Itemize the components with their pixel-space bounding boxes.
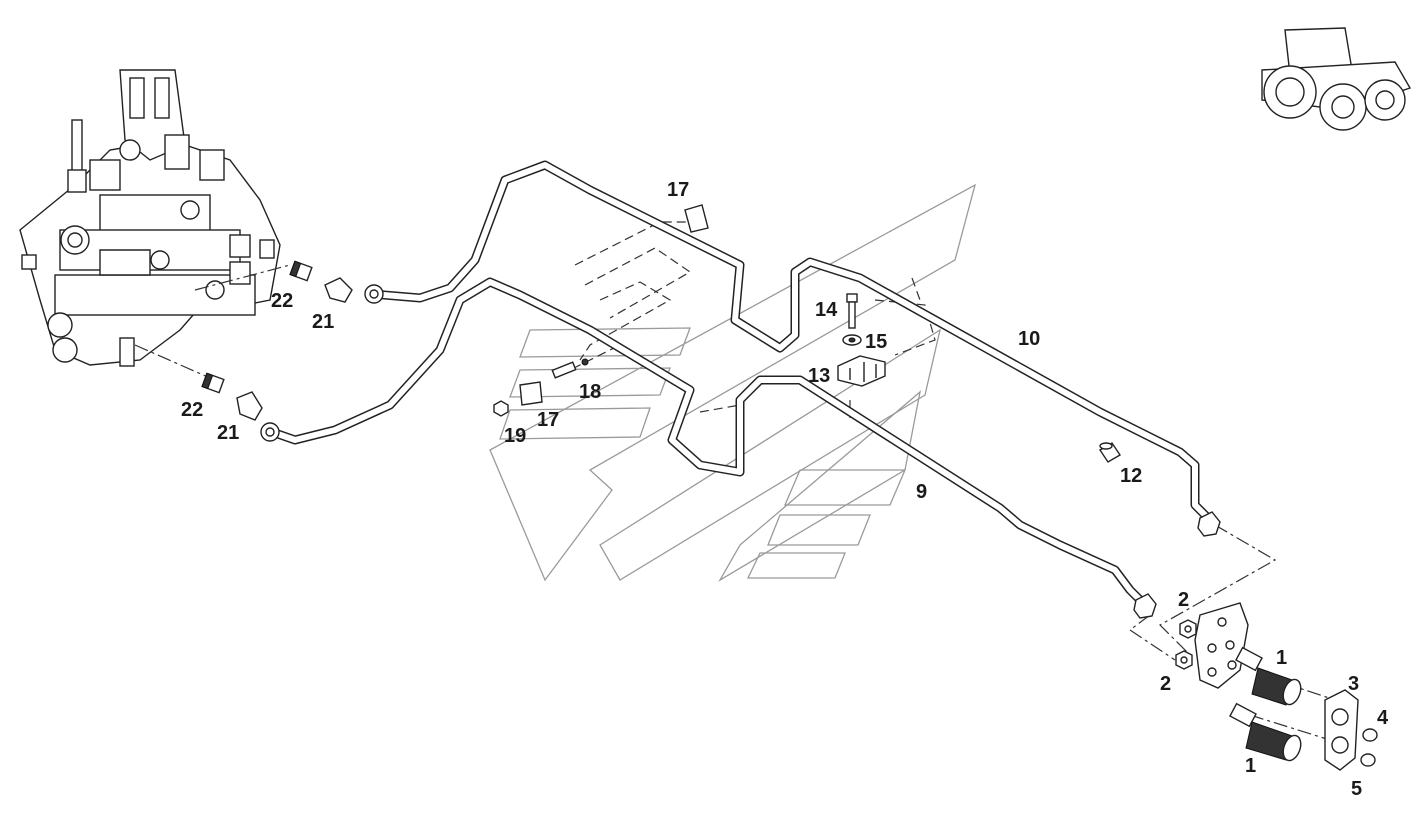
callout-5: 5 [1351,778,1362,800]
callout-2-upper: 2 [1178,589,1189,611]
callout-9: 9 [916,481,927,503]
reference-lines [134,221,1336,741]
callout-17-lower: 17 [537,409,559,431]
fitting-22-upper [289,260,313,282]
pipe-end-nut-10 [1197,511,1221,537]
fitting-22-lower [201,372,225,394]
callout-18: 18 [579,381,601,403]
callout-15: 15 [865,331,887,353]
callout-13: 13 [808,365,830,387]
cap-5 [1360,753,1376,767]
pipe-9 [267,277,1150,610]
clip-17-upper [684,204,709,233]
callout-21-lower: 21 [217,422,239,444]
clip-17-lower [519,381,543,406]
coupler-1-upper [1235,646,1302,706]
callout-22-upper: 22 [271,290,293,312]
tractor-thumbnail [1261,27,1412,131]
bolt-14 [846,293,858,329]
coupler-block-3 [1324,689,1359,771]
callout-4: 4 [1377,707,1389,729]
callout-17-upper: 17 [667,179,689,201]
callout-14: 14 [815,299,838,321]
cap-4 [1362,728,1378,742]
watermark-logo [489,183,977,582]
sleeve-12 [1099,442,1121,463]
control-valve-assembly [19,69,281,367]
clamp-13 [837,355,886,387]
callout-12: 12 [1120,465,1142,487]
coupler-1-lower [1229,702,1302,762]
callout-2-lower: 2 [1160,673,1171,695]
callout-3: 3 [1348,673,1359,695]
pipe-end-nut-9 [1133,593,1157,619]
callout-21-upper: 21 [312,311,334,333]
nut-19 [493,400,509,417]
washer-15 [842,334,862,346]
callout-labels: 17 22 21 22 21 14 15 13 10 18 19 17 9 12… [181,179,1389,800]
callout-1-upper: 1 [1276,647,1287,669]
fitting-21-upper [324,277,384,304]
callout-22-lower: 22 [181,399,203,421]
pipe-10 [367,160,1215,525]
nut-2-upper [1179,619,1197,639]
callout-10: 10 [1018,328,1040,350]
callout-19: 19 [504,425,526,447]
nut-2-lower [1175,650,1193,670]
bracket-plate [1194,602,1249,689]
spring-18 [551,358,589,379]
callout-1-lower: 1 [1245,755,1256,777]
fitting-21-lower [236,391,280,442]
